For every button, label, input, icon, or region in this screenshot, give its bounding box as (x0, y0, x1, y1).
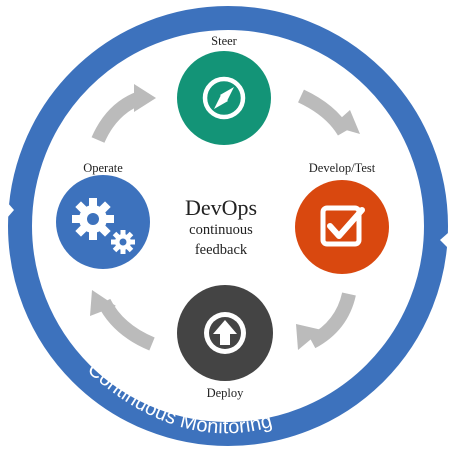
arrow-develop-to-deploy (308, 292, 356, 349)
deploy-label: Deploy (207, 386, 245, 400)
arrow-deploy-to-operate (97, 298, 155, 351)
operate-label: Operate (83, 161, 123, 175)
flow-arrowheads (90, 84, 360, 350)
center-line-1: continuous (189, 222, 253, 238)
upload-arrow-icon (204, 312, 246, 354)
deploy-node (177, 285, 273, 381)
center-title: DevOps (185, 195, 257, 220)
gears-icon (72, 198, 135, 254)
center-line-2: feedback (195, 242, 248, 258)
arrow-operate-to-steer (91, 91, 143, 143)
center-text: DevOps continuous feedback (185, 195, 257, 258)
steer-label: Steer (211, 34, 238, 48)
develop-test-label: Develop/Test (309, 161, 376, 175)
compass-icon (202, 76, 246, 120)
monitoring-ring (0, 6, 456, 446)
develop-test-node (295, 180, 389, 274)
operate-node (56, 175, 150, 269)
steer-node (177, 51, 271, 145)
checkbox-icon (320, 205, 365, 247)
